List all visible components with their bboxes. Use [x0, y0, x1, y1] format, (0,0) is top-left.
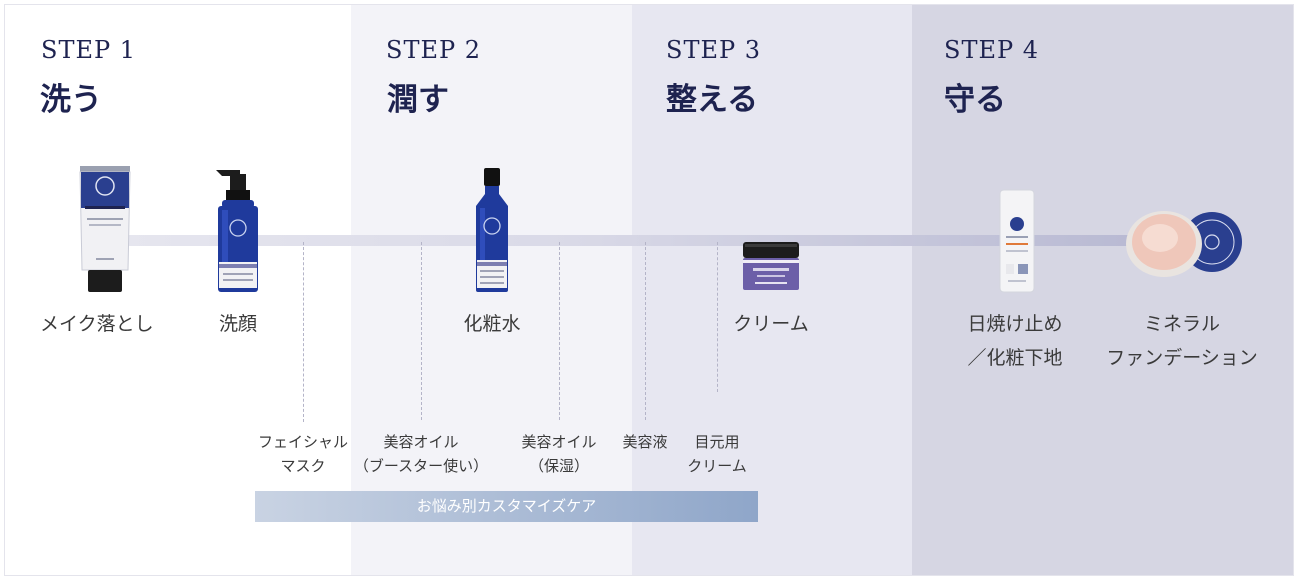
option-oil-moist-line1: 美容オイル — [521, 433, 597, 451]
step-3-label: STEP 3 — [666, 36, 762, 64]
product-makeup-remover: メイク落とし — [40, 313, 154, 335]
option-serum: 美容液 — [622, 433, 668, 451]
option-eye-cream: 目元用 クリーム — [672, 430, 762, 478]
step-1-label: STEP 1 — [41, 36, 137, 64]
makeup-remover-tube-image — [79, 166, 131, 292]
option-oil-booster: 美容オイル （ブースター使い） — [348, 430, 494, 478]
step-4-label: STEP 4 — [944, 36, 1040, 64]
sunscreen-bottle-image — [999, 189, 1035, 293]
step-2-label: STEP 2 — [386, 36, 482, 64]
step-4-title: 守る — [944, 82, 1006, 118]
connector-serum — [645, 242, 646, 420]
toner-bottle-image — [476, 168, 508, 292]
product-sunscreen-line2: ／化粧下地 — [967, 347, 1063, 369]
step-3-title: 整える — [666, 82, 759, 118]
connector-oil-moist — [559, 242, 560, 420]
product-mineral-foundation: ミネラル ファンデーション — [1096, 307, 1268, 375]
option-eye-cream-line1: 目元用 — [694, 433, 740, 451]
option-oil-booster-line1: 美容オイル — [383, 433, 459, 451]
step-4-panel — [912, 5, 1294, 575]
connector-eye-cream — [717, 242, 718, 392]
connector-oil-booster — [421, 242, 422, 420]
option-oil-moist: 美容オイル （保湿） — [507, 430, 611, 478]
product-toner: 化粧水 — [463, 313, 521, 335]
product-sunscreen: 日焼け止め ／化粧下地 — [940, 307, 1090, 375]
step-2-title: 潤す — [387, 82, 449, 118]
custom-care-banner: お悩み別カスタマイズケア — [255, 491, 758, 522]
product-face-wash: 洗顔 — [218, 313, 257, 335]
product-foundation-line1: ミネラル — [1143, 313, 1220, 335]
product-sunscreen-line1: 日焼け止め — [967, 313, 1063, 335]
option-oil-moist-line2: （保湿） — [528, 457, 589, 475]
connector-facial-mask — [303, 242, 304, 422]
product-foundation-line2: ファンデーション — [1106, 347, 1258, 369]
option-oil-booster-line2: （ブースター使い） — [353, 457, 489, 475]
routine-track — [120, 235, 1128, 246]
step-1-panel — [5, 5, 351, 575]
option-facial-mask: フェイシャル マスク — [247, 430, 359, 478]
product-cream: クリーム — [733, 313, 809, 335]
option-facial-mask-line2: マスク — [280, 457, 326, 475]
option-facial-mask-line1: フェイシャル — [257, 433, 348, 451]
option-eye-cream-line2: クリーム — [687, 457, 747, 475]
foundation-compact-image — [1126, 211, 1242, 277]
step-1-title: 洗う — [40, 82, 102, 118]
cream-jar-image — [743, 242, 799, 290]
face-wash-bottle-image — [216, 170, 258, 292]
